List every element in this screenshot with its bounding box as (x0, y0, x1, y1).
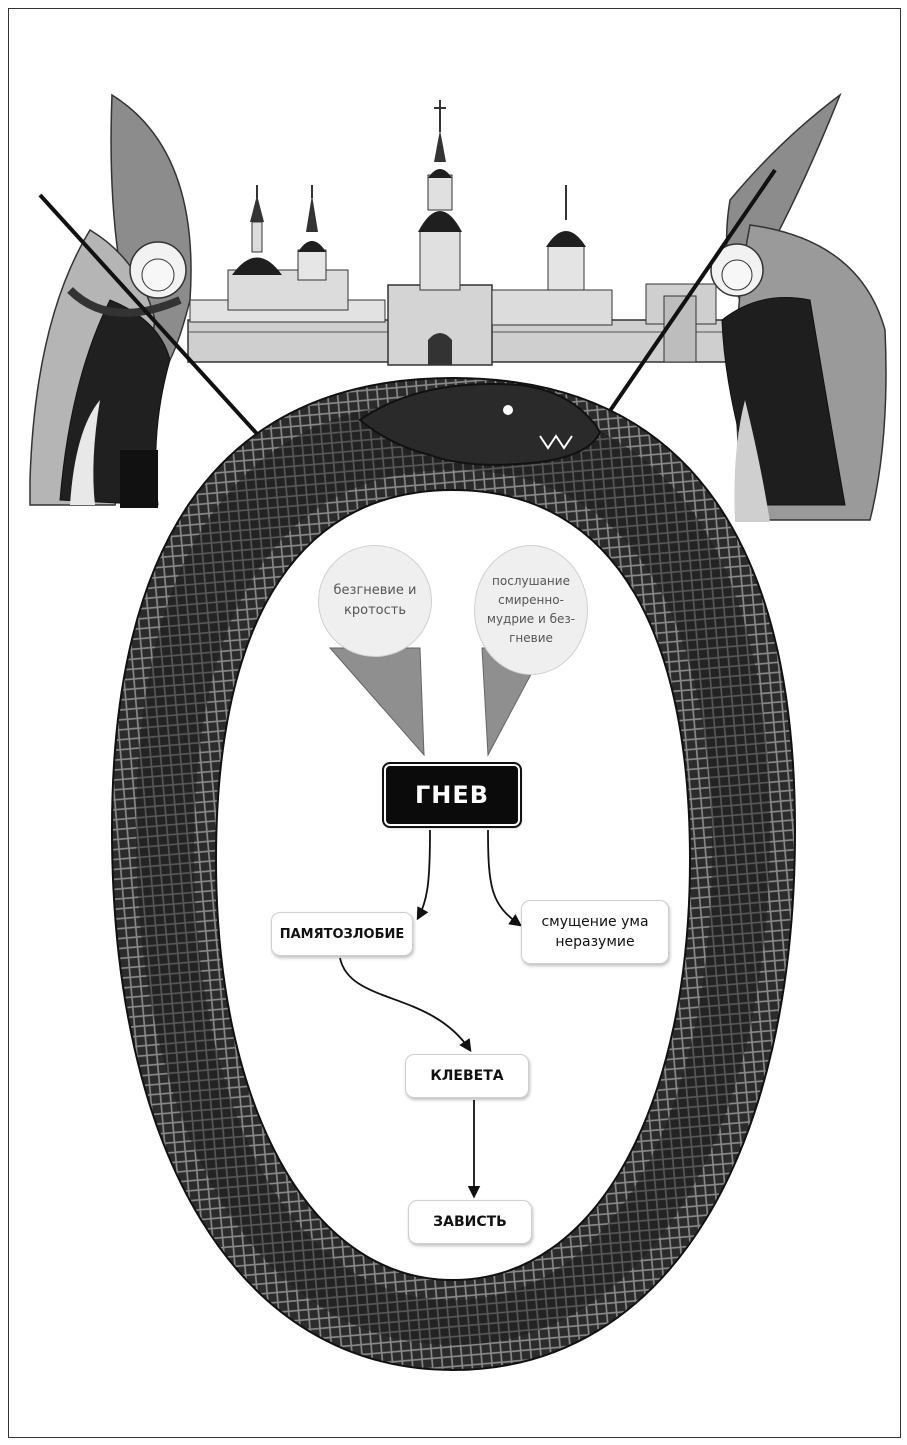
main-passion-box: ГНЕВ (384, 764, 520, 826)
flow-arrows (340, 830, 520, 1196)
zavist-box: ЗАВИСТЬ (408, 1200, 532, 1244)
arrow-to-smushchenie (488, 830, 520, 925)
monastery (188, 100, 728, 365)
kleveta-box: КЛЕВЕТА (405, 1054, 529, 1098)
virtue-bubble-right: послушание смиренно-мудрие и без-гневие (474, 545, 588, 675)
arrow-to-kleveta (340, 958, 470, 1050)
arrow-to-pamyatozlobie (418, 830, 430, 918)
pamyatozlobie-box: ПАМЯТОЗЛОБИЕ (271, 912, 413, 956)
smushchenie-box: смущение ума неразумие (521, 900, 669, 964)
virtue-bubble-left: безгневие и кротость (318, 545, 432, 657)
